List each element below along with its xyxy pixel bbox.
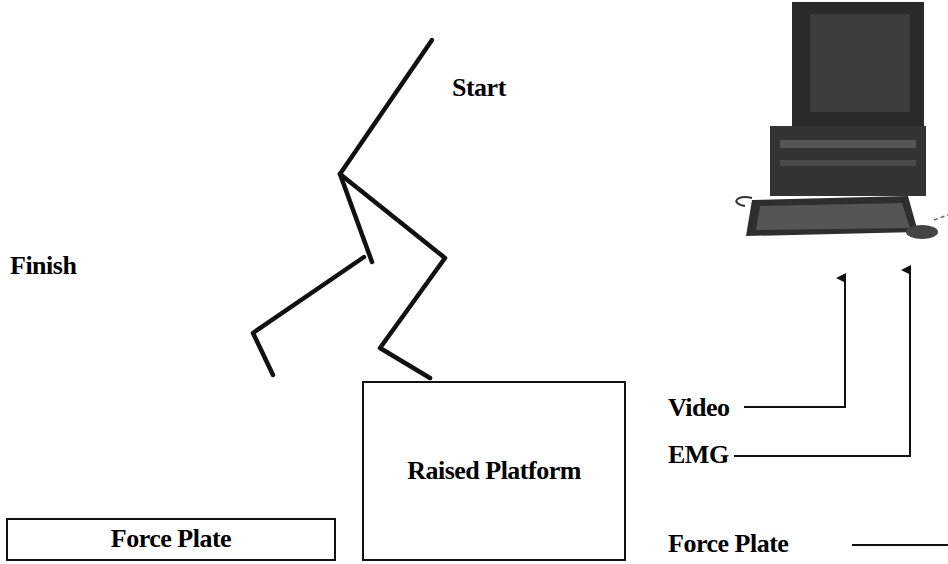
signal-label: Video	[668, 394, 730, 423]
box-label: Force Plate	[111, 525, 231, 554]
computer-icon	[736, 2, 948, 239]
signal-wires	[734, 270, 948, 545]
pose-label: Finish	[10, 252, 76, 281]
platform-box: Raised Platform	[362, 381, 626, 561]
box-label: Raised Platform	[407, 457, 581, 486]
signal-label: Force Plate	[668, 530, 788, 559]
signal-label: EMG	[668, 441, 729, 470]
pose-label: Start	[452, 74, 506, 103]
force-plate-box: Force Plate	[6, 518, 336, 561]
stick-figure	[253, 40, 445, 378]
